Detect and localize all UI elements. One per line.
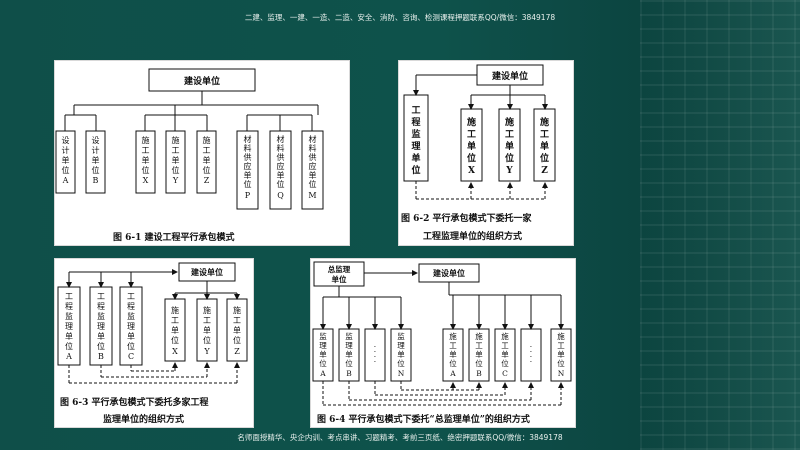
fig1-top-label: 建设单位 (184, 75, 220, 87)
fig4-supervisor-ellipsis: ···· (374, 342, 376, 366)
fig4-construct-ellipsis: ···· (530, 342, 532, 366)
fig2-top-label: 建设单位 (492, 70, 528, 82)
fig4-chief-label-1: 总监理 (328, 264, 351, 274)
background-building (640, 0, 800, 450)
fig3-top-label: 建设单位 (190, 267, 223, 277)
fig4-chief-label-2: 单位 (332, 274, 347, 284)
fig2-caption-line1: 图 6-2 平行承包模式下委托一家 (401, 212, 533, 224)
fig1-caption: 图 6-1 建设工程平行承包模式 (113, 231, 235, 243)
banner-bottom: 名师面授精华、央企内训、考点串讲、习题精考、考前三页纸、绝密押题联系QQ/微信：… (237, 433, 563, 442)
fig2-supervisor: 工程监理单位 (411, 105, 420, 176)
fig3-caption-line2: 监理单位的组织方式 (103, 413, 184, 425)
banner-top: 二建、监理、一建、一造、二造、安全、消防、咨询、检测课程押题联系QQ/微信：38… (244, 13, 556, 22)
fig3-caption-line1: 图 6-3 平行承包模式下委托多家工程 (60, 396, 209, 408)
fig2-caption-line2: 工程监理单位的组织方式 (423, 230, 522, 242)
fig4-top-label: 建设单位 (432, 268, 465, 278)
fig4-caption: 图 6-4 平行承包模式下委托“总监理单位”的组织方式 (317, 413, 530, 425)
